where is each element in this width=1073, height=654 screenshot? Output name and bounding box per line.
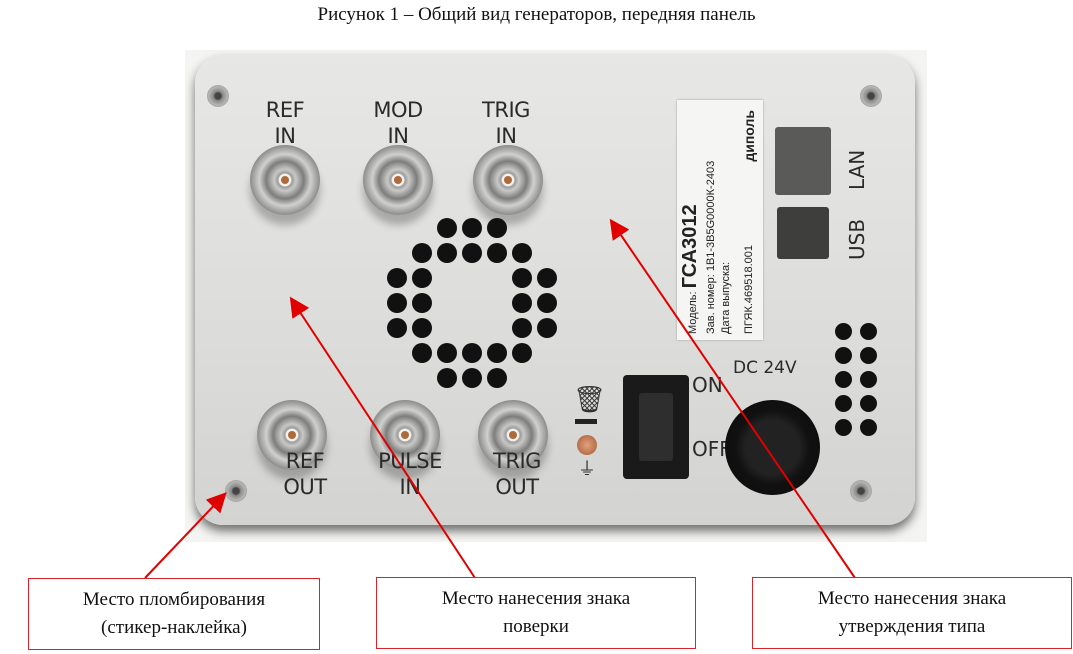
screw-icon <box>850 480 872 502</box>
type-label-sticker: Модель: ГСА3012 Зав. номер: 1В1-3В5G0000… <box>677 100 763 340</box>
mod-in-bnc-connector[interactable] <box>363 145 433 215</box>
ref-in-bnc-connector[interactable] <box>250 145 320 215</box>
ref-out-bnc-connector[interactable] <box>257 400 327 470</box>
screw-icon <box>207 85 229 107</box>
power-switch[interactable] <box>623 375 689 479</box>
usb-port[interactable] <box>777 207 829 259</box>
switch-off-label: OFF <box>692 437 731 461</box>
dc-label: DC 24V <box>733 358 797 378</box>
callout-seal-location: Место пломбирования(стикер-наклейка) <box>28 578 320 650</box>
lan-port[interactable] <box>775 127 831 195</box>
figure-caption: Рисунок 1 – Общий вид генераторов, перед… <box>317 4 756 25</box>
screw-icon <box>860 85 882 107</box>
trig-in-bnc-connector[interactable] <box>473 145 543 215</box>
screw-seal-icon <box>225 480 247 502</box>
ground-terminal[interactable] <box>577 435 597 455</box>
dc-power-connector[interactable] <box>725 400 820 495</box>
ground-icon: ⏚ <box>578 459 596 480</box>
weee-bar <box>575 419 597 424</box>
trig-out-bnc-connector[interactable] <box>478 400 548 470</box>
weee-bin-icon: 🗑 <box>573 385 607 415</box>
